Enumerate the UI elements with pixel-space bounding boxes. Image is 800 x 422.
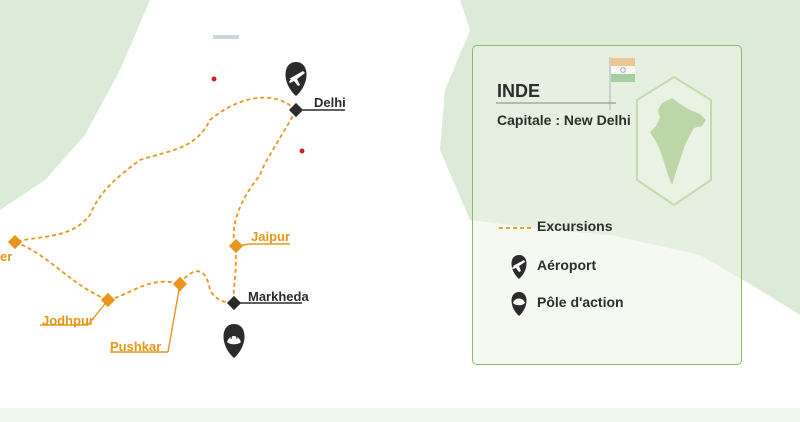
label-leaders-dark <box>234 109 345 304</box>
country-title: INDE <box>497 81 541 101</box>
marker-jaipur <box>228 238 244 254</box>
marker-delhi <box>288 102 304 118</box>
label-leaders <box>40 243 290 353</box>
route-pushkar-markheda <box>179 270 235 304</box>
plane-pin-icon <box>511 255 527 279</box>
capital-text: Capitale : New Delhi <box>497 112 631 128</box>
city-label-pushkar: Pushkar <box>110 339 162 354</box>
dashed-line-icon <box>499 227 531 229</box>
route-jaisalmer-jodhpur <box>14 241 109 301</box>
legend-pole-label: Pôle d'action <box>537 294 624 310</box>
legend-aeroport-label: Aéroport <box>537 257 597 273</box>
marker-pushkar <box>172 276 188 292</box>
airport-pin-icon <box>285 62 307 96</box>
country-info-card: INDE Capitale : New Delhi Excursions Aér… <box>472 45 742 365</box>
pole-pin-icon <box>223 324 245 358</box>
faint-mark <box>213 35 239 39</box>
route-delhi-markheda <box>232 109 297 304</box>
bottom-band <box>0 408 800 422</box>
city-label-markheda: Markheda <box>248 289 309 304</box>
city-label-jaipur: Jaipur <box>251 229 291 244</box>
route-jodhpur-pushkar <box>107 280 181 301</box>
lotus-pin-icon <box>511 292 527 316</box>
city-label-jodhpur: Jodhpur <box>42 313 94 328</box>
routes <box>14 96 297 304</box>
legend-excursions-label: Excursions <box>537 218 613 234</box>
red-dot <box>211 76 217 82</box>
city-label-jaisalmer: er <box>0 249 13 264</box>
marker-jodhpur <box>100 292 116 308</box>
marker-markheda <box>226 295 242 311</box>
land-shape-left <box>0 0 150 210</box>
city-label-delhi: Delhi <box>314 95 346 110</box>
red-dot <box>299 148 305 154</box>
marker-jaisalmer <box>7 234 23 250</box>
route-delhi-jaisalmer <box>14 96 297 243</box>
